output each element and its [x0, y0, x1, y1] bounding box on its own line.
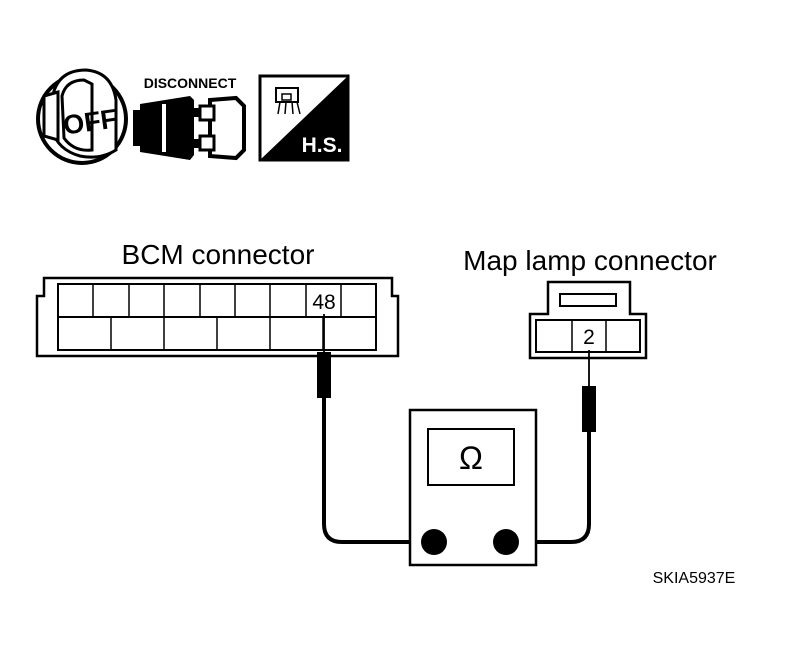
disconnect-icon: DISCONNECT — [133, 75, 246, 161]
ohm-symbol: Ω — [459, 440, 483, 476]
map-lamp-connector — [528, 280, 648, 360]
bcm-terminal-label: 48 — [312, 291, 335, 314]
figure-code: SKIA5937E — [653, 570, 736, 587]
left-test-probe — [317, 314, 414, 544]
ignition-off-label: OFF — [61, 103, 119, 140]
disconnect-label: DISCONNECT — [144, 75, 237, 91]
harness-side-icon: H.S. — [258, 74, 350, 162]
map-lamp-terminal-label: 2 — [583, 326, 595, 349]
harness-side-label: H.S. — [302, 134, 343, 157]
map-lamp-connector-title: Map lamp connector — [463, 245, 717, 276]
bcm-connector — [35, 276, 400, 358]
meter-terminal-left — [421, 529, 447, 555]
ohmmeter — [408, 408, 538, 567]
bcm-connector-title: BCM connector — [122, 239, 315, 270]
ignition-off-icon: OFF — [36, 68, 128, 165]
right-test-probe — [518, 350, 596, 544]
meter-terminal-right — [493, 529, 519, 555]
